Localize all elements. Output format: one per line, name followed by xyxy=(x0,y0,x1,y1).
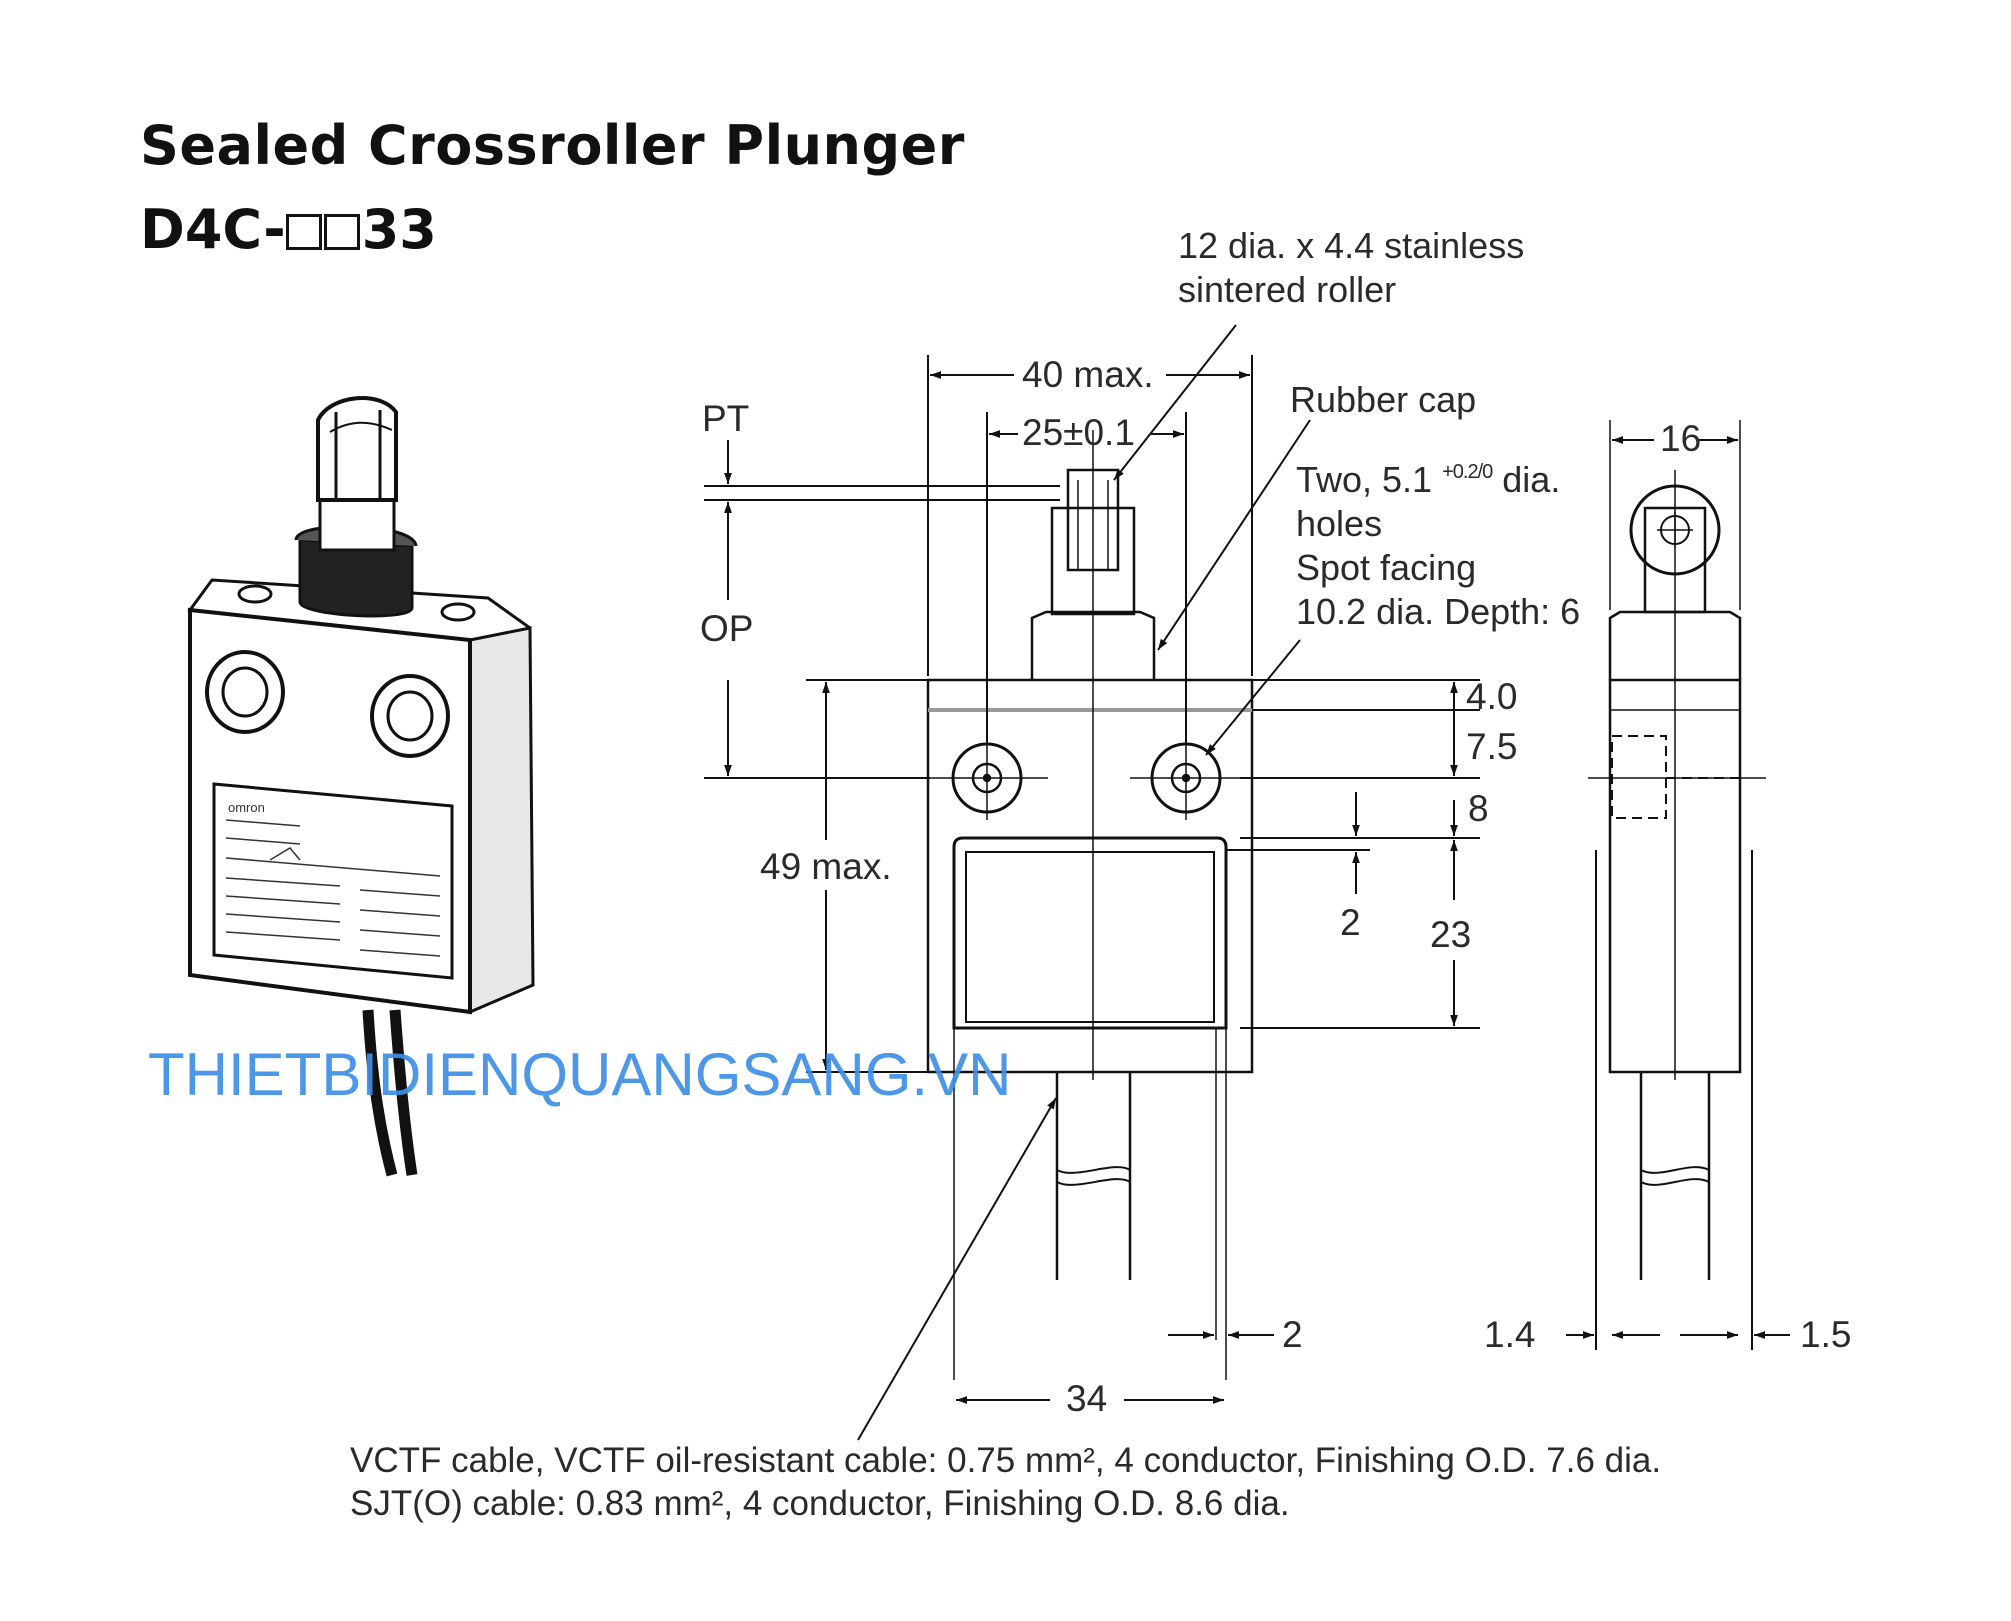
dim-4-0: 4.0 xyxy=(1466,676,1518,717)
holes-callout: Two, 5.1 +0.2/0 dia. holes Spot facing 1… xyxy=(1296,458,1580,634)
dim-op: OP xyxy=(700,608,754,649)
cable-callout: VCTF cable, VCTF oil-resistant cable: 0.… xyxy=(350,1440,1661,1525)
label-brand: omron xyxy=(228,800,265,815)
dim-7-5: 7.5 xyxy=(1466,726,1518,767)
dim-width-max: 40 max. xyxy=(1022,354,1154,395)
dim-16: 16 xyxy=(1660,418,1702,459)
front-body-outline xyxy=(926,678,1254,1074)
model-placeholder-box xyxy=(323,214,360,250)
rubber-cap-label: Rubber cap xyxy=(1290,379,1477,420)
rubber-cap-leader xyxy=(1157,419,1311,651)
dim-height-max: 49 max. xyxy=(760,846,892,887)
product-illustration: omron xyxy=(187,396,535,1177)
model-placeholder-box xyxy=(285,214,322,250)
roller-leader xyxy=(1113,324,1237,481)
holes-callout-line2: holes xyxy=(1296,502,1383,544)
holes-callout-line1: Two, 5.1 +0.2/0 dia. xyxy=(1296,458,1580,502)
product-title: Sealed Crossroller Plunger xyxy=(140,114,965,177)
side-view xyxy=(1566,420,1790,1350)
roller-callout-line2: sintered roller xyxy=(1178,268,1397,310)
front-dimensions xyxy=(704,355,1480,1404)
cable-callout-line2: SJT(O) cable: 0.83 mm², 4 conductor, Fin… xyxy=(350,1483,1290,1523)
watermark: THIETBIDIENQUANGSANG.VN xyxy=(148,1041,1012,1108)
model-number: D4C- 33 xyxy=(140,198,437,261)
dim-8: 8 xyxy=(1468,788,1489,829)
dim-1-4: 1.4 xyxy=(1484,1314,1536,1355)
cable-leader xyxy=(857,1097,1057,1441)
leader-lines xyxy=(857,324,1311,1441)
holes-callout-line4: 10.2 dia. Depth: 6 xyxy=(1296,590,1581,632)
dim-pt: PT xyxy=(702,398,750,439)
holes-tolerance: +0.2/0 xyxy=(1442,461,1493,483)
holes-dia: dia. xyxy=(1502,459,1561,500)
dim-34: 34 xyxy=(1066,1378,1108,1419)
model-prefix: D4C- xyxy=(140,198,286,261)
roller-callout-line1: 12 dia. x 4.4 stainless xyxy=(1178,225,1525,266)
dim-23: 23 xyxy=(1430,914,1472,955)
holes-size: Two, 5.1 xyxy=(1296,459,1433,500)
holes-callout-line3: Spot facing xyxy=(1296,546,1477,588)
dim-1-5: 1.5 xyxy=(1800,1314,1852,1355)
model-suffix: 33 xyxy=(361,198,437,261)
dim-2-bottom: 2 xyxy=(1282,1314,1303,1355)
cable-callout-line1: VCTF cable, VCTF oil-resistant cable: 0.… xyxy=(350,1441,1662,1480)
roller-callout: 12 dia. x 4.4 stainless sintered roller xyxy=(1178,224,1524,312)
dim-2-mid: 2 xyxy=(1340,902,1361,943)
front-view xyxy=(926,430,1254,1380)
dim-hole-pitch: 25±0.1 xyxy=(1022,412,1135,453)
holes-leader xyxy=(1205,639,1301,756)
